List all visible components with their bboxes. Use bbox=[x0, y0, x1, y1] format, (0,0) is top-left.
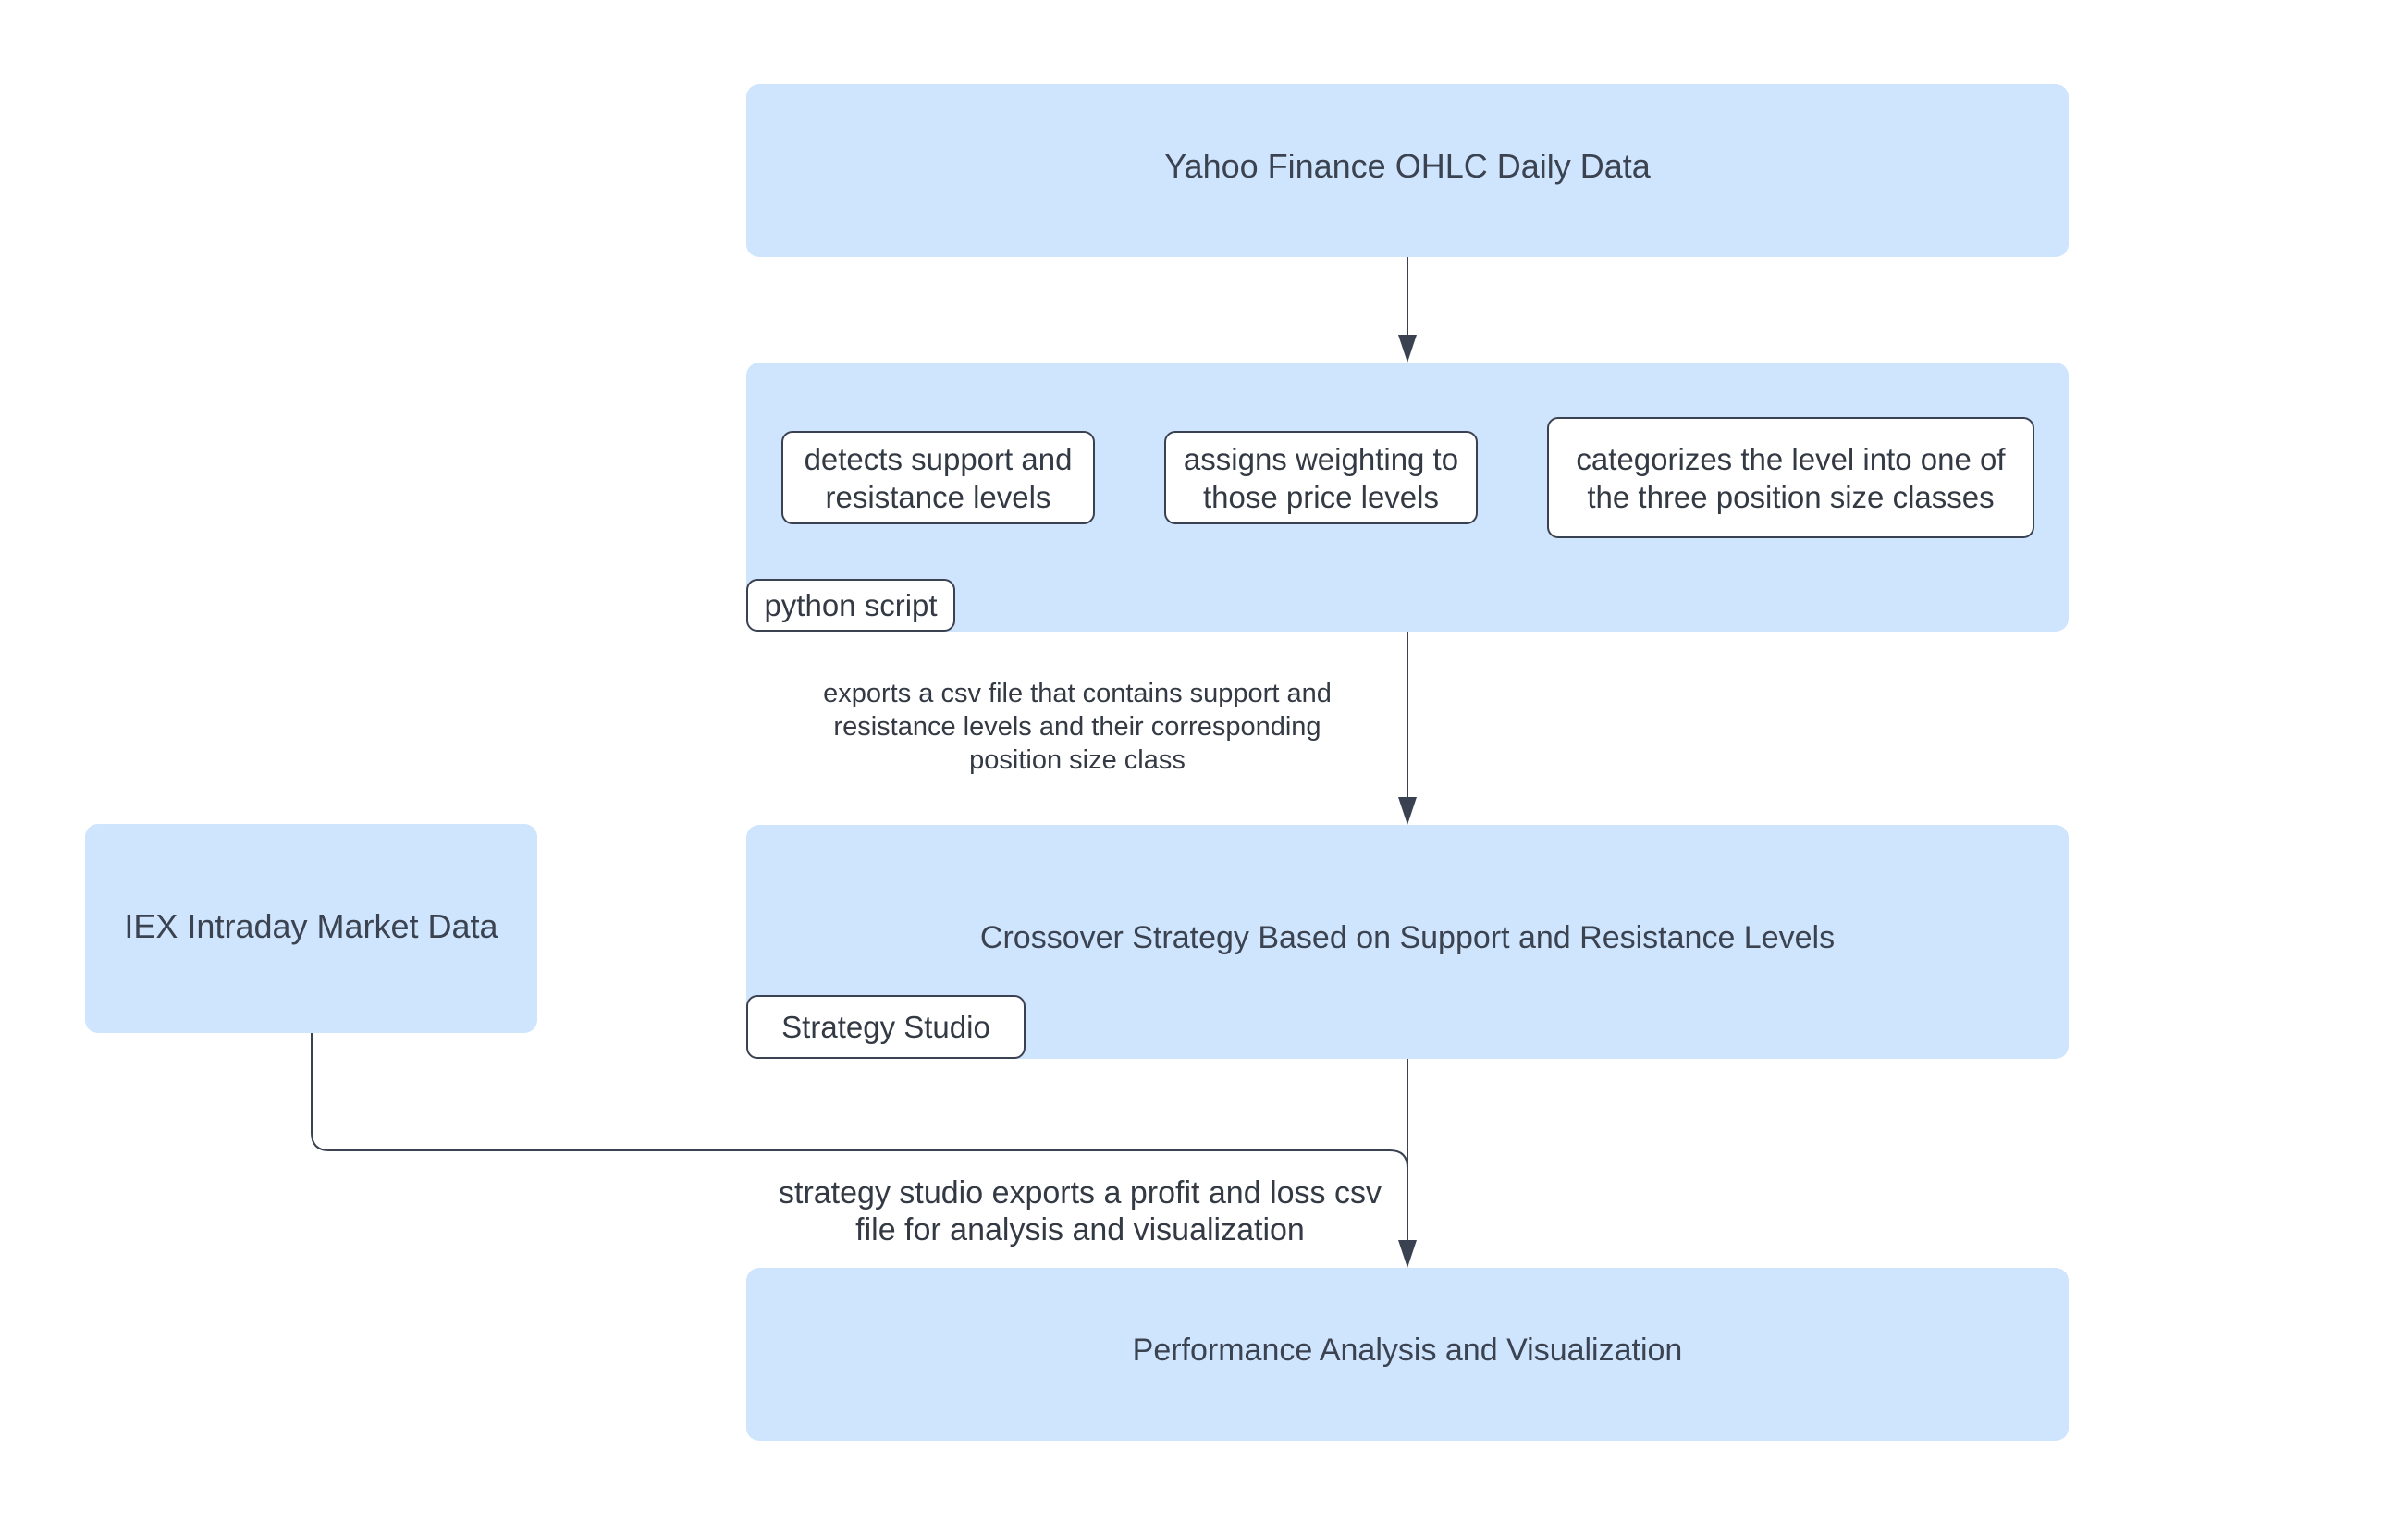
csv-export-note: exports a csv file that contains support… bbox=[823, 679, 1332, 775]
step-categorize-level: categorizes the level into one of the th… bbox=[1547, 417, 2034, 538]
arrow-down-icon bbox=[1398, 335, 1417, 363]
edge-iex-to-performance bbox=[311, 1033, 1408, 1169]
crossover-strategy-label: Crossover Strategy Based on Support and … bbox=[979, 920, 1836, 955]
edge-yahoo-to-python bbox=[1398, 257, 1417, 363]
strategy-studio-tag: Strategy Studio bbox=[746, 995, 1026, 1059]
performance-analysis-label: Performance Analysis and Visualization bbox=[1132, 1333, 1683, 1368]
iex-intraday-node: IEX Intraday Market Data bbox=[85, 824, 537, 1033]
iex-intraday-label: IEX Intraday Market Data bbox=[124, 907, 498, 945]
step-assign-weighting: assigns weighting to those price levels bbox=[1164, 431, 1478, 524]
arrow-down-icon bbox=[1398, 797, 1417, 825]
step-detect-levels: detects support and resistance levels bbox=[781, 431, 1095, 524]
python-script-tag: python script bbox=[746, 579, 955, 632]
yahoo-finance-label: Yahoo Finance OHLC Daily Data bbox=[1164, 147, 1651, 185]
edge-python-to-strategy bbox=[1398, 632, 1417, 825]
pnl-export-note: strategy studio exports a profit and los… bbox=[779, 1175, 1382, 1247]
yahoo-finance-node: Yahoo Finance OHLC Daily Data bbox=[746, 84, 2069, 257]
arrow-down-icon bbox=[1398, 1240, 1417, 1268]
edge-strategy-to-performance bbox=[1398, 1059, 1417, 1268]
performance-analysis-node: Performance Analysis and Visualization bbox=[746, 1268, 2069, 1441]
